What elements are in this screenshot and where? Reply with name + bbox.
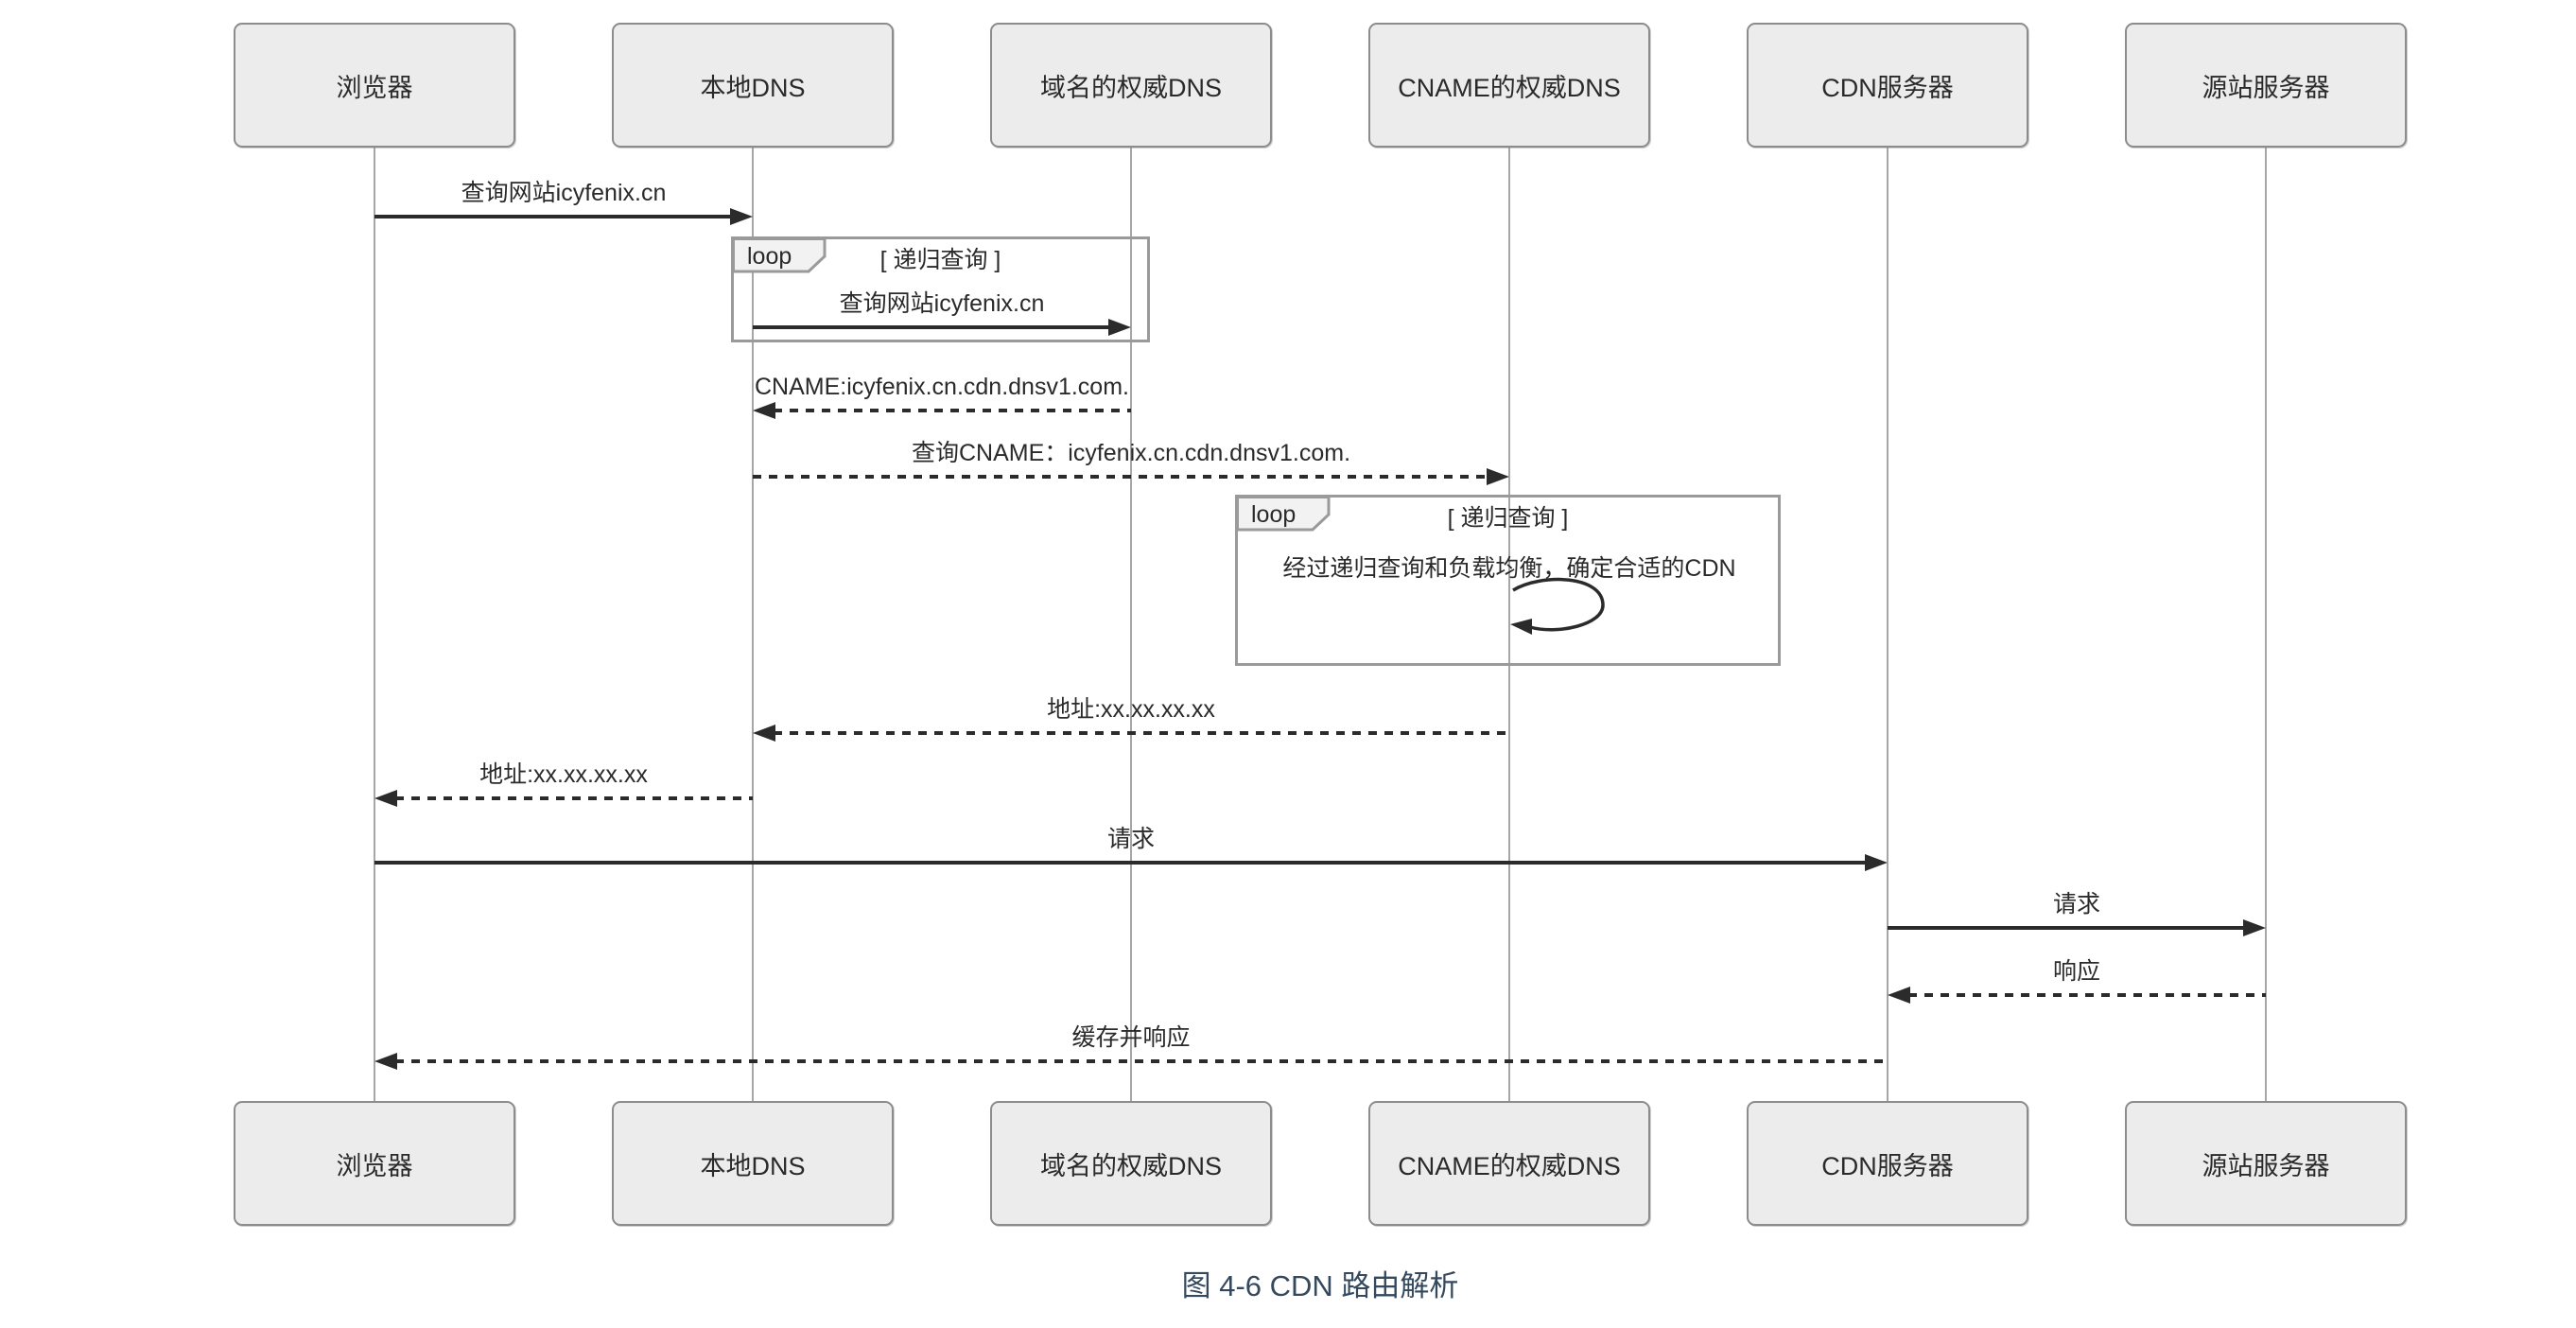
lifeline-domain-authoritative-dns xyxy=(1130,148,1132,1101)
loop-condition: [ 递归查询 ] xyxy=(1447,505,1569,532)
actor-label: CDN服务器 xyxy=(1821,1151,1954,1180)
message-line xyxy=(753,325,1110,329)
actor-box-bottom-local-dns: 本地DNS xyxy=(612,1101,894,1226)
lifeline-browser xyxy=(374,148,375,1101)
message-line xyxy=(1908,993,2266,997)
message-arrowhead xyxy=(753,725,775,742)
message-label: 请求 xyxy=(1106,826,1155,852)
message-line xyxy=(1888,926,2245,930)
lifeline-cname-authoritative-dns xyxy=(1508,148,1510,1101)
figure-caption: 图 4-6 CDN 路由解析 xyxy=(1181,1269,1459,1302)
actor-label: 浏览器 xyxy=(336,73,413,102)
message-arrowhead xyxy=(2243,919,2266,936)
message-line xyxy=(395,796,753,800)
message-label: 地址:xx.xx.xx.xx xyxy=(1047,696,1215,723)
message-line xyxy=(774,731,1509,735)
actor-box-bottom-browser: 浏览器 xyxy=(234,1101,515,1226)
message-line xyxy=(395,1059,1888,1063)
actor-label: 本地DNS xyxy=(700,1151,806,1180)
message-label: 经过递归查询和负载均衡，确定合适的CDN xyxy=(1282,555,1736,582)
message-label: 地址:xx.xx.xx.xx xyxy=(479,761,648,788)
actor-label: 源站服务器 xyxy=(2202,73,2330,102)
actor-box-bottom-cdn-server: CDN服务器 xyxy=(1747,1101,2028,1226)
message-arrowhead xyxy=(1487,468,1509,485)
message-label: 响应 xyxy=(2052,958,2100,985)
lifeline-cdn-server xyxy=(1887,148,1888,1101)
loop-fragment-1: [ 递归查询 ] loop xyxy=(731,236,1150,342)
actor-label: 浏览器 xyxy=(336,1151,413,1180)
message-line xyxy=(374,861,1867,865)
message-label: 查询CNAME：icyfenix.cn.cdn.dnsv1.com. xyxy=(911,440,1351,466)
actor-box-top-cname-authoritative-dns: CNAME的权威DNS xyxy=(1368,23,1650,148)
message-arrowhead xyxy=(374,790,397,807)
message-arrowhead xyxy=(753,402,775,419)
message-label: 查询网站icyfenix.cn xyxy=(839,290,1045,317)
loop-condition: [ 递归查询 ] xyxy=(879,247,1001,273)
actor-box-top-cdn-server: CDN服务器 xyxy=(1747,23,2028,148)
actor-label: 域名的权威DNS xyxy=(1039,73,1222,102)
actor-label: 本地DNS xyxy=(700,73,806,102)
message-arrowhead xyxy=(1865,854,1888,871)
actor-box-top-origin-server: 源站服务器 xyxy=(2125,23,2407,148)
actor-label: CNAME的权威DNS xyxy=(1398,73,1621,102)
message-line xyxy=(774,409,1131,412)
actor-box-top-domain-authoritative-dns: 域名的权威DNS xyxy=(990,23,1272,148)
actor-label: CDN服务器 xyxy=(1821,73,1954,102)
actor-box-top-local-dns: 本地DNS xyxy=(612,23,894,148)
actor-box-bottom-cname-authoritative-dns: CNAME的权威DNS xyxy=(1368,1101,1650,1226)
message-label: 请求 xyxy=(2052,891,2100,917)
loop-tab: loop xyxy=(1236,496,1331,532)
lifeline-origin-server xyxy=(2265,148,2267,1101)
loop-tab: loop xyxy=(732,237,827,273)
actor-label: 域名的权威DNS xyxy=(1039,1151,1222,1180)
message-line xyxy=(753,475,1488,479)
actor-box-bottom-domain-authoritative-dns: 域名的权威DNS xyxy=(990,1101,1272,1226)
loop-keyword: loop xyxy=(747,243,792,270)
actor-label: 源站服务器 xyxy=(2202,1151,2330,1180)
message-line xyxy=(374,215,732,218)
loop-keyword: loop xyxy=(1251,501,1296,528)
lifeline-local-dns xyxy=(752,148,754,1101)
actor-box-bottom-origin-server: 源站服务器 xyxy=(2125,1101,2407,1226)
message-arrowhead xyxy=(1888,987,1910,1004)
message-arrowhead xyxy=(1108,319,1131,336)
self-message-arrow xyxy=(1510,577,1605,635)
actor-box-top-browser: 浏览器 xyxy=(234,23,515,148)
message-label: 缓存并响应 xyxy=(1071,1024,1191,1051)
message-arrowhead xyxy=(730,208,753,225)
actor-label: CNAME的权威DNS xyxy=(1398,1151,1621,1180)
message-label: 查询网站icyfenix.cn xyxy=(461,180,667,206)
loop-fragment-2: [ 递归查询 ] loop xyxy=(1235,495,1781,666)
message-label: CNAME:icyfenix.cn.cdn.dnsv1.com. xyxy=(755,374,1129,400)
message-arrowhead xyxy=(374,1053,397,1070)
